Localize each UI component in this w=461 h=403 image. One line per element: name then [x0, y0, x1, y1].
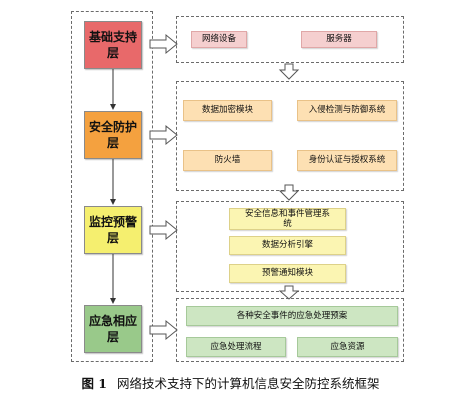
figure-caption: 图 1 网络技术支持下的计算机信息安全防控系统框架 — [0, 373, 461, 392]
layer-basic-support: 基础支持 层 — [84, 21, 142, 69]
layer-column-frame — [71, 11, 153, 362]
figure-number: 图 1 — [81, 376, 108, 391]
item-servers: 服务器 — [301, 31, 377, 48]
figure-title: 网络技术支持下的计算机信息安全防控系统框架 — [117, 376, 380, 391]
right-arrow-emergency — [149, 319, 178, 341]
item-emergency-resources: 应急资源 — [297, 337, 398, 357]
item-network-devices: 网络设备 — [191, 31, 247, 48]
item-alert-notification: 预警通知模块 — [229, 264, 346, 283]
right-arrow-basic — [149, 33, 178, 55]
layer-monitoring-warning: 监控预警 层 — [84, 206, 142, 254]
right-arrow-protection — [149, 124, 178, 146]
down-arrow-panel-1 — [278, 63, 300, 80]
item-emergency-plans: 各种安全事件的应急处理预案 — [186, 306, 398, 326]
item-intrusion-detection: 入侵检测与防御系统 — [297, 100, 397, 121]
item-firewall: 防火墙 — [183, 150, 272, 171]
item-emergency-process: 应急处理流程 — [186, 337, 286, 357]
layer-emergency-response: 应急相应 层 — [84, 305, 142, 353]
right-arrow-monitoring — [149, 219, 178, 241]
panel-basic-support — [176, 16, 404, 63]
down-arrow-panel-3 — [278, 285, 300, 300]
down-arrow-panel-2 — [278, 184, 300, 201]
item-data-analysis-engine: 数据分析引擎 — [229, 236, 346, 255]
layer-security-protection: 安全防护 层 — [84, 111, 142, 159]
item-data-encryption: 数据加密模块 — [183, 100, 272, 121]
item-siem: 安全信息和事件管理系 统 — [229, 208, 346, 230]
item-identity-auth: 身份认证与授权系统 — [297, 150, 397, 171]
